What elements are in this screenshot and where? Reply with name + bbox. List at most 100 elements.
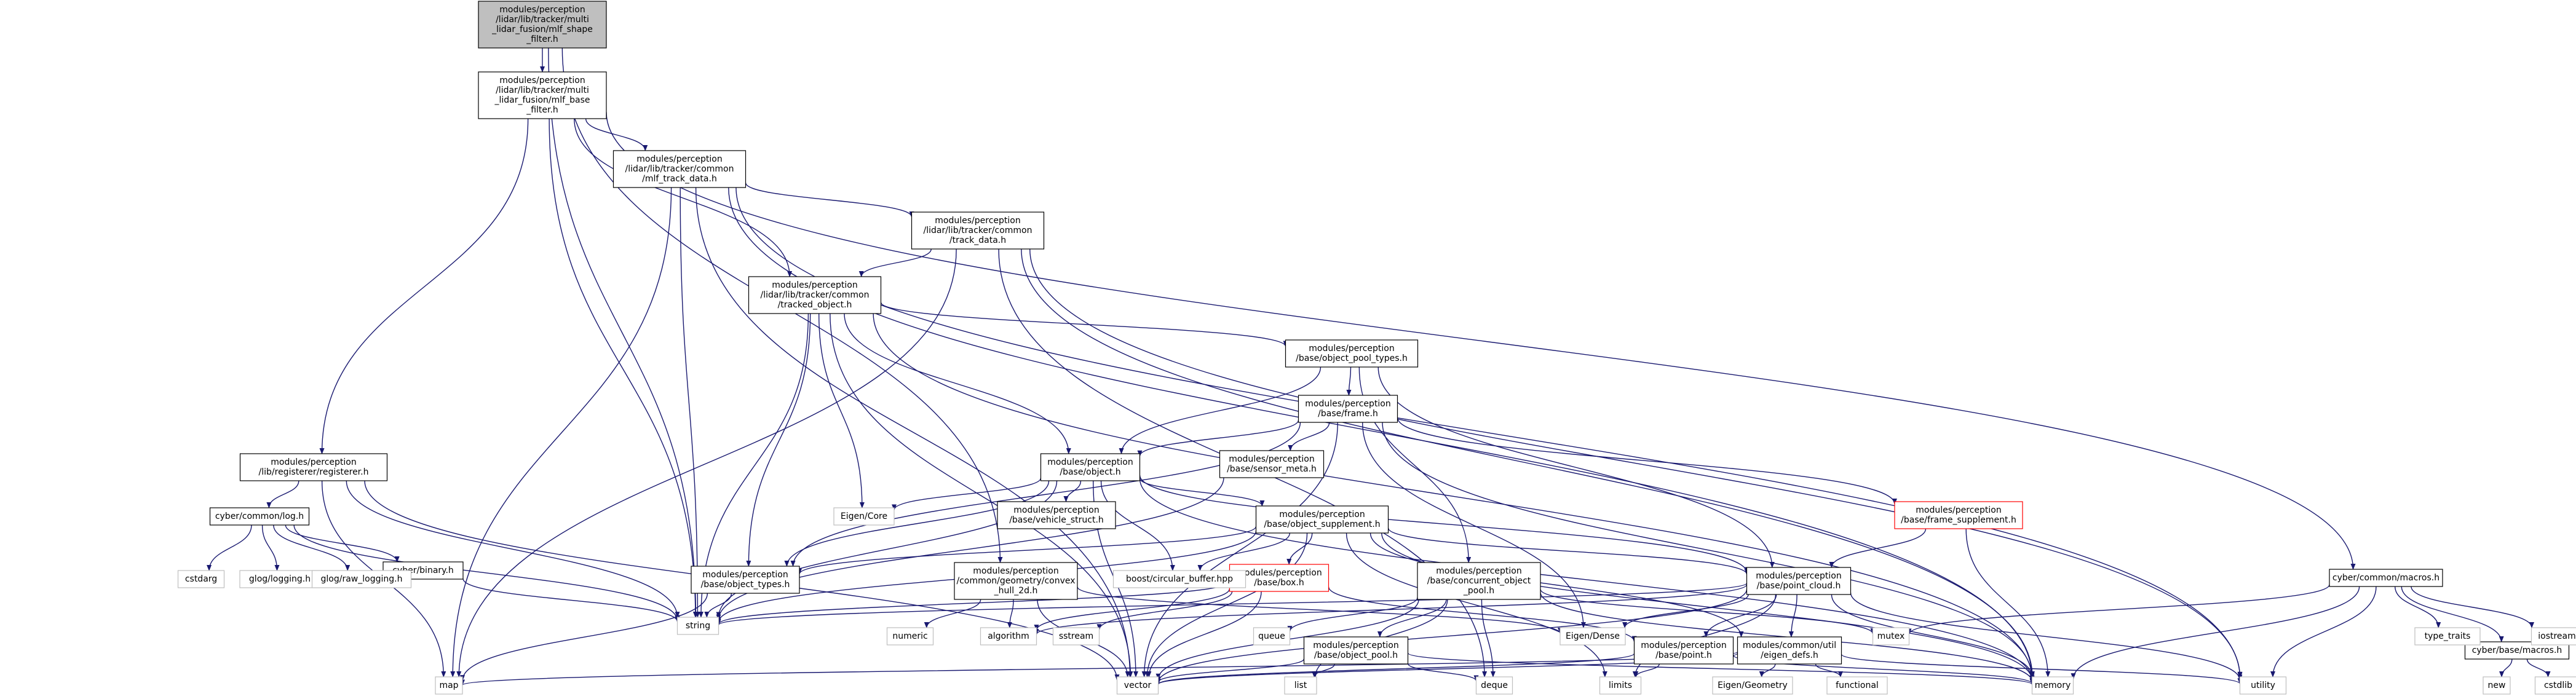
edge-n-concurrent-pool-to-s-mutex [1540,589,1876,635]
node-label: utility [2251,681,2275,690]
node-box [612,150,747,188]
edge-n-object-to-s-boost [1100,480,1175,571]
node-s-memory: memory [2031,676,2074,695]
node-n-registerer[interactable]: modules/perception/lib/registerer/regist… [239,453,388,481]
node-label: memory [2035,681,2071,690]
node-label: /base/point_cloud.h [1757,581,1841,591]
node-n-tracked-object[interactable]: modules/perception/lidar/lib/tracker/com… [748,276,882,314]
node-n-eigen-defs[interactable]: modules/common/util/eigen_defs.h [1737,636,1842,665]
edge-n-tracked-object-to-s-string [698,313,809,618]
node-s-map: map [435,676,463,695]
edge-n-mlf-track-to-s-map [450,187,672,677]
node-box [209,507,310,526]
node-label: modules/common/util [1743,641,1836,650]
node-n-concurrent-pool[interactable]: modules/perception/base/concurrent_objec… [1417,562,1541,600]
node-s-type-traits: type_traits [2414,627,2481,646]
node-label: glog/raw_logging.h [321,574,403,584]
node-n-base-filter[interactable]: modules/perception/lidar/lib/tracker/mul… [478,71,607,119]
node-s-new: new [2483,676,2511,695]
node-box [435,676,463,695]
node-label: /common/geometry/convex [956,576,1075,586]
node-box [2483,676,2511,695]
edge-n-tracked-object-to-n-object [844,313,1071,454]
node-n-object-pool-types[interactable]: modules/perception/base/object_pool_type… [1285,339,1419,368]
edge-n-binary-to-s-string [462,578,680,623]
node-n-object[interactable]: modules/perception/base/object.h [1040,453,1141,481]
edge-n-object-to-n-point-cloud [1139,475,1750,574]
node-label: /lidar/lib/tracker/common [760,290,869,300]
edge-n-track-data-to-s-utility [1029,248,2243,678]
node-box [2414,627,2481,646]
node-box [1285,339,1419,368]
node-label: _lidar_fusion/mlf_shape [491,25,593,34]
edge-n-frame-supplement-to-n-point-cloud [1829,528,1927,568]
edge-n-object-types-to-s-map [460,593,708,682]
node-n-sensor-meta[interactable]: modules/perception/base/sensor_meta.h [1219,450,1325,478]
dependency-edges [207,47,2551,686]
node-label: _lidar_fusion/mlf_base [494,95,590,105]
node-label: /mlf_track_data.h [642,174,717,184]
node-label: iostream [2538,631,2576,641]
node-box [1737,636,1842,665]
edge-n-point-cloud-to-s-eigen-dense [1622,594,1749,628]
edge-n-log-to-s-glog-raw [273,524,351,571]
edge-n-object-pool-to-s-list [1312,663,1335,677]
edge-n-base-macros-to-s-cstdlib [2526,658,2551,677]
node-label: /lidar/lib/tracker/multi [496,15,589,25]
edge-n-tracked-object-to-s-memory [873,313,2035,680]
node-box [478,71,607,119]
node-n-root[interactable]: modules/perception/lidar/lib/tracker/mul… [478,1,607,49]
node-label: cyber/common/log.h [215,511,304,521]
node-n-track-data[interactable]: modules/perception/lidar/lib/tracker/com… [911,211,1045,250]
node-box [239,453,388,481]
edge-n-object-to-n-vehicle-struct [1063,480,1082,502]
node-label: modules/perception [1047,457,1133,467]
edge-n-macros-to-s-utility [2270,586,2377,677]
node-n-object-types[interactable]: modules/perception/base/object_types.h [691,566,800,594]
node-box [1599,676,1642,695]
node-n-point-cloud[interactable]: modules/perception/base/point_cloud.h [1746,567,1852,595]
node-n-convex-hull[interactable]: modules/perception/common/geometry/conve… [954,562,1078,600]
edge-n-base-filter-to-n-mlf-track [585,118,648,151]
node-box [1559,627,1626,646]
node-n-frame[interactable]: modules/perception/base/frame.h [1298,395,1398,423]
node-label: string [686,621,710,631]
edge-n-object-pool-types-to-n-object [1119,366,1322,454]
node-n-log[interactable]: cyber/common/log.h [209,507,310,526]
edge-n-frame-to-n-sensor-meta [1288,422,1330,451]
node-label: cstdlib [2544,681,2572,690]
node-box [1253,627,1291,646]
node-box [1475,676,1513,695]
node-n-frame-supplement[interactable]: modules/perception/base/frame_supplement… [1894,501,2023,529]
node-label: /tracked_object.h [778,300,852,310]
node-box [676,617,719,635]
edge-n-object-supplement-to-s-memory [1381,532,2035,682]
node-n-object-supplement[interactable]: modules/perception/base/object_supplemen… [1255,505,1389,534]
edge-n-eigen-defs-to-s-map [460,651,1738,686]
edge-n-object-pool-to-s-memory [1407,652,2035,685]
node-n-box[interactable]: modules/perception/base/box.h [1229,564,1330,592]
node-label: cyber/common/macros.h [2332,573,2439,583]
edge-n-mlf-track-to-s-vector [695,187,1133,677]
node-box [1040,453,1141,481]
node-box [748,276,882,314]
node-n-macros[interactable]: cyber/common/macros.h [2329,569,2443,587]
edge-n-frame-to-n-object-types [790,422,1301,567]
node-label: /base/concurrent_object [1427,576,1531,586]
node-label: /lib/registerer/registerer.h [259,467,369,477]
node-n-object-pool[interactable]: modules/perception/base/object_pool.h [1303,636,1409,665]
node-s-vector: vector [1116,676,1159,695]
node-n-vehicle-struct[interactable]: modules/perception/base/vehicle_struct.h [997,501,1116,529]
edge-n-point-cloud-to-n-eigen-defs [1788,594,1797,638]
node-n-mlf-track[interactable]: modules/perception/lidar/lib/tracker/com… [612,150,747,188]
node-box [911,211,1045,250]
node-label: _pool.h [1463,586,1494,596]
node-s-glog-raw: glog/raw_logging.h [311,570,412,588]
node-label: /base/object_pool.h [1314,650,1398,660]
node-n-point[interactable]: modules/perception/base/point.h [1633,636,1734,665]
edge-n-object-to-s-memory [1139,478,2035,682]
node-label: numeric [892,631,927,641]
node-box [1284,676,1317,695]
node-label: /base/sensor_meta.h [1227,464,1317,474]
